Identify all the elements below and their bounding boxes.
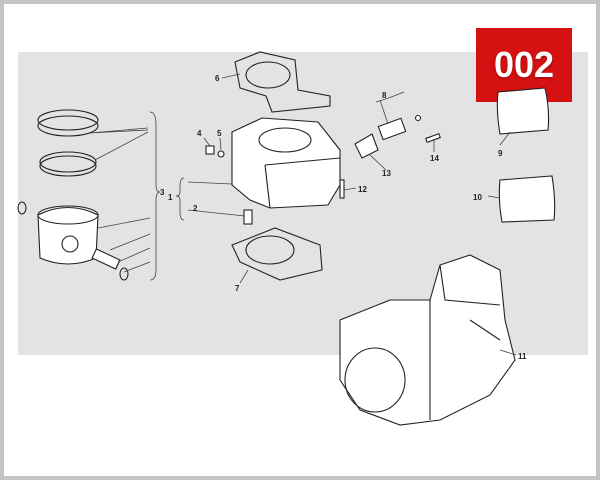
callout-10: 10 [473, 193, 482, 202]
bolts [205, 133, 441, 225]
callout-9: 9 [498, 149, 503, 158]
callout-6: 6 [215, 74, 220, 83]
callout-1: 1 [168, 193, 173, 202]
cylinder-head-gasket [234, 51, 331, 113]
parts-bags [496, 87, 556, 223]
callout-2: 2 [193, 204, 198, 213]
callout-11: 11 [518, 352, 527, 361]
callout-12: 12 [358, 185, 367, 194]
piston-rings [37, 109, 99, 177]
chain-tensioner [354, 114, 422, 159]
callout-14: 14 [430, 154, 439, 163]
piston [17, 201, 129, 281]
callout-7: 7 [235, 284, 240, 293]
cylinder-base-gasket [231, 227, 323, 281]
callout-3: 3 [160, 188, 165, 197]
callout-13: 13 [382, 169, 391, 178]
cylinder-block [231, 117, 341, 209]
callout-5: 5 [217, 129, 222, 138]
engine-assembly [339, 254, 516, 426]
callout-4: 4 [197, 129, 202, 138]
callout-8: 8 [382, 91, 387, 100]
